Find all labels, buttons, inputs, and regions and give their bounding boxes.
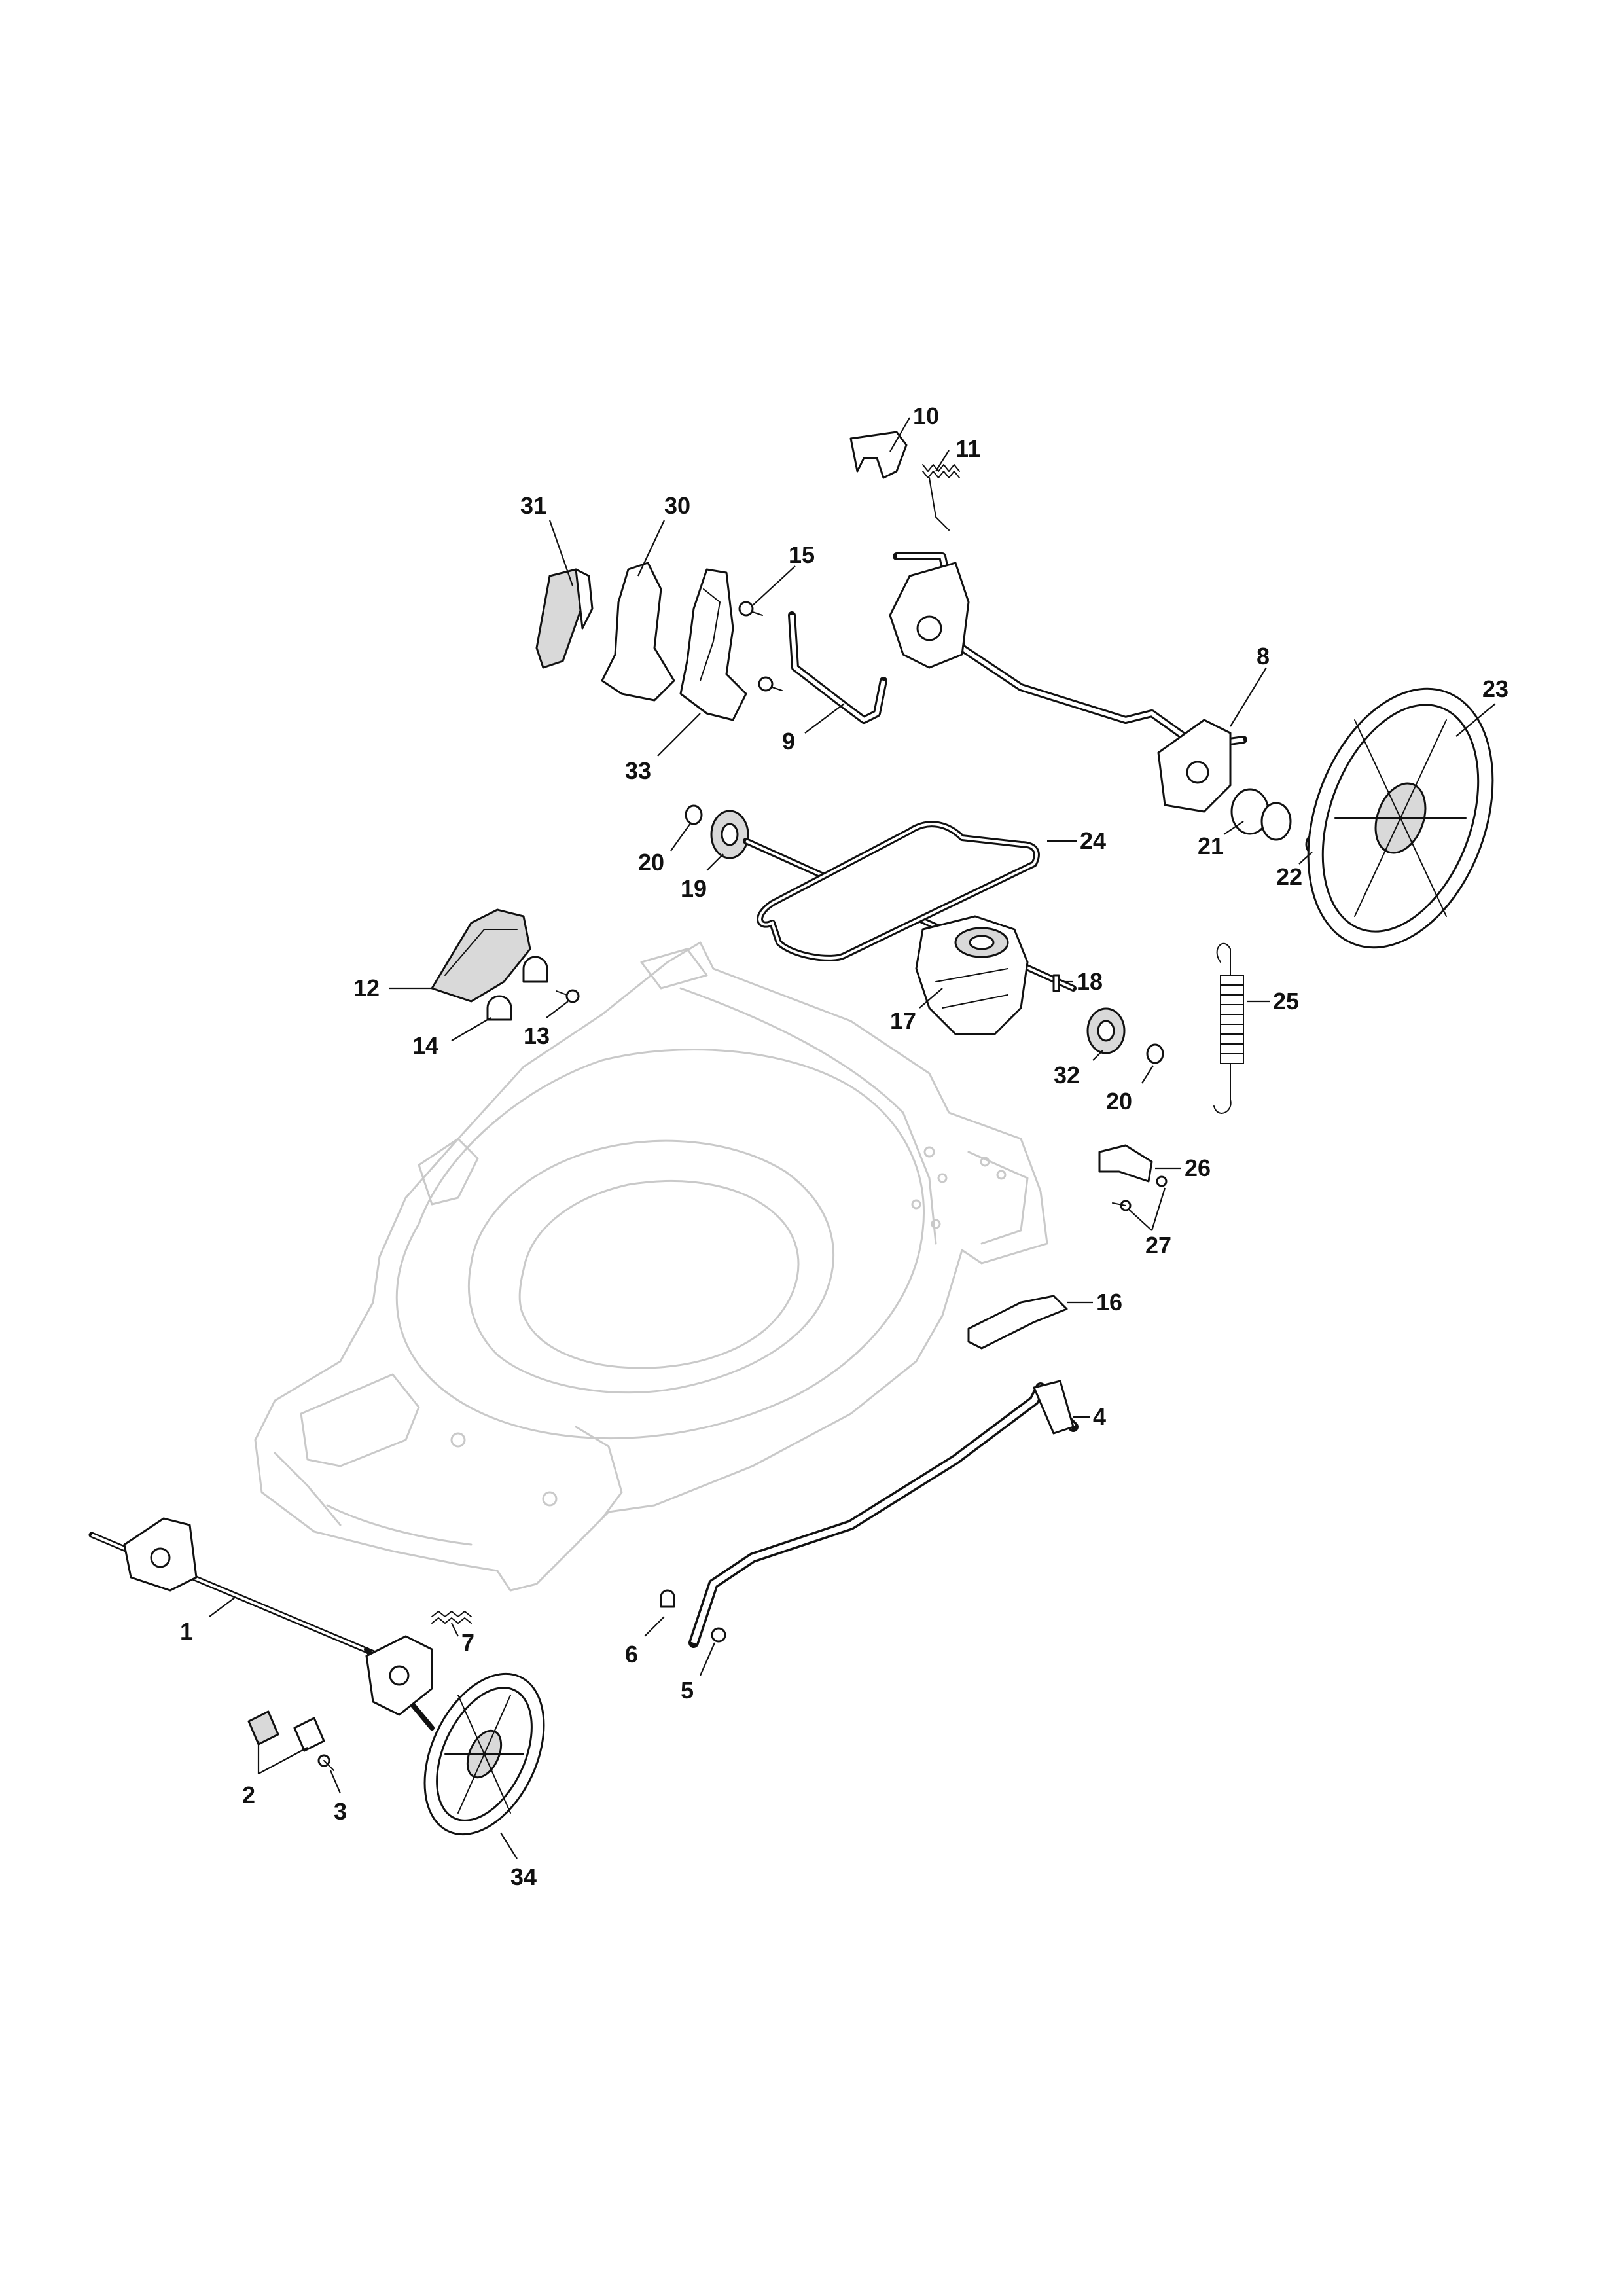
callout-11: 11: [955, 435, 980, 462]
callout-20-upper: 20: [638, 849, 664, 876]
bushing-21: [1230, 788, 1292, 841]
screw-13: [556, 989, 580, 1003]
callout-26: 26: [1185, 1155, 1211, 1181]
callout-8: 8: [1257, 643, 1270, 670]
gearbox-17: [915, 915, 1029, 1035]
pinion-19: [710, 810, 749, 859]
clip-12b: [522, 956, 548, 983]
pin-5: [711, 1627, 726, 1643]
callout-32: 32: [1054, 1062, 1080, 1088]
callout-4: 4: [1093, 1403, 1106, 1430]
screws-27: [1112, 1175, 1168, 1211]
spring-11: [922, 464, 960, 531]
screw-15: [738, 601, 783, 692]
callout-33: 33: [625, 757, 651, 784]
callout-10: 10: [913, 403, 939, 429]
bracket-16: [967, 1295, 1068, 1350]
callout-18: 18: [1077, 968, 1103, 995]
callout-1: 1: [180, 1618, 193, 1645]
callout-30: 30: [664, 492, 690, 519]
front-axle: [88, 1517, 435, 1731]
screw-3: [317, 1754, 334, 1771]
clip-14: [486, 995, 512, 1021]
callout-23: 23: [1482, 675, 1508, 702]
callout-15: 15: [789, 541, 815, 568]
callout-5: 5: [681, 1677, 694, 1704]
washer-20-lower: [1146, 1043, 1164, 1064]
callout-3: 3: [334, 1798, 347, 1825]
callout-27: 27: [1145, 1232, 1171, 1259]
key-18: [1052, 974, 1060, 992]
callout-31: 31: [520, 492, 546, 519]
clip-6: [660, 1589, 675, 1608]
callout-22: 22: [1276, 863, 1302, 890]
callout-13: 13: [524, 1022, 550, 1049]
callout-9: 9: [782, 728, 795, 755]
rear-wheel-23: [1307, 687, 1494, 949]
drive-belt-24: [757, 821, 1040, 961]
callout-7: 7: [461, 1629, 474, 1656]
callout-19: 19: [681, 875, 707, 902]
rear-axle-8: [889, 552, 1247, 813]
bracket-26: [1098, 1144, 1153, 1183]
washer-20-upper: [685, 804, 703, 825]
height-lever-12: [431, 908, 531, 1003]
callout-6: 6: [625, 1641, 638, 1668]
handle-cover-31: [535, 568, 594, 669]
linkage-rod-4: [688, 1380, 1079, 1648]
callout-12: 12: [353, 975, 380, 1001]
rod-9: [788, 611, 887, 724]
height-adjust-clip-2: [247, 1710, 325, 1752]
pinion-32: [1086, 1007, 1126, 1054]
front-wheel-34: [423, 1672, 545, 1836]
handle-cover-33: [679, 568, 747, 721]
callout-21: 21: [1198, 833, 1224, 859]
handle-cover-30: [601, 562, 675, 702]
callout-20-lower: 20: [1106, 1088, 1132, 1115]
callout-2: 2: [242, 1782, 255, 1808]
front-spring-7: [431, 1611, 472, 1624]
callout-34: 34: [510, 1863, 537, 1890]
spring-25: [1213, 942, 1244, 1114]
callout-24: 24: [1080, 827, 1106, 854]
callout-labels: 10 11 31 30 15 8 23 9 33 24 20 19: [180, 403, 1508, 1890]
mower-deck: [254, 941, 1048, 1592]
callout-17: 17: [890, 1007, 916, 1034]
callout-14: 14: [412, 1032, 438, 1059]
lever-bracket-10: [849, 431, 908, 479]
callout-25: 25: [1273, 988, 1299, 1014]
callout-16: 16: [1096, 1289, 1122, 1316]
